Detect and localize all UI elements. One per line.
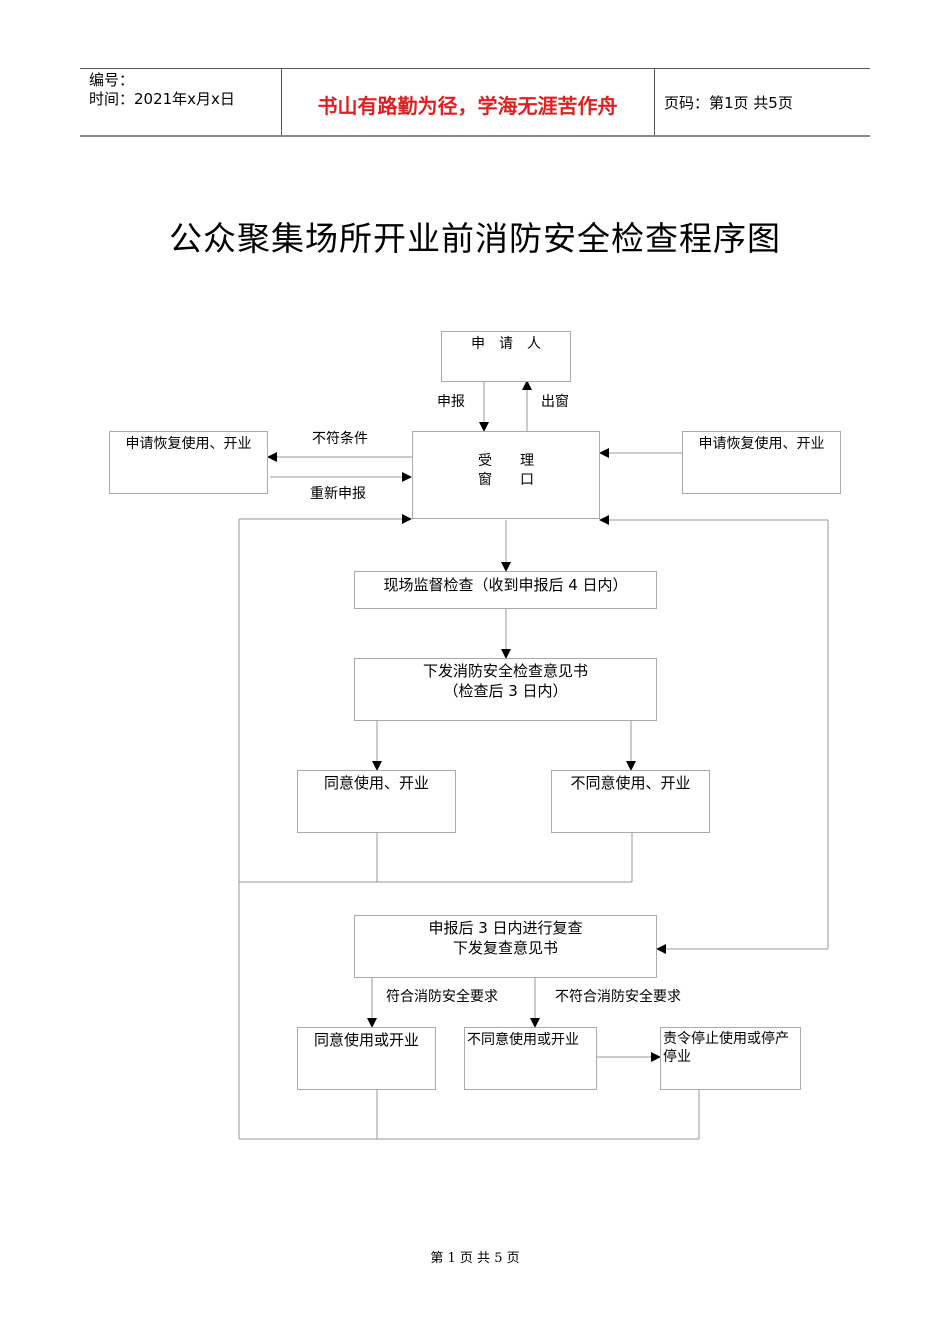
agree-label: 同意使用、开业: [323, 774, 429, 792]
disagree2-label: 不同意使用或开业: [467, 1032, 579, 1048]
page-title: 公众聚集场所开业前消防安全检查程序图: [169, 219, 781, 258]
header-divider: [654, 68, 655, 135]
agree2-box: 同意使用或开业: [297, 1027, 436, 1090]
acceptance-window-box: 受 理 窗 口: [412, 431, 600, 519]
window-line2: 窗 口: [478, 472, 534, 488]
out-window-label: 出窗: [541, 394, 569, 410]
recheck-line2: 下发复查意见书: [452, 939, 558, 957]
page-footer: 第 1 页 共 5 页: [430, 1251, 520, 1266]
doc-date-label: 时间：2021年x月x日: [89, 90, 235, 108]
inspection-box: 现场监督检查（收到申报后 4 日内）: [354, 571, 657, 609]
recheck-line1: 申报后 3 日内进行复查: [428, 919, 583, 937]
report-label: 申报: [437, 394, 465, 410]
resume-right-box: 申请恢复使用、开业: [682, 431, 841, 494]
disagree-label: 不同意使用、开业: [570, 774, 691, 792]
resume-left-box: 申请恢复使用、开业: [109, 431, 268, 494]
stop-label: 责令停止使用或停产停业: [663, 1031, 789, 1065]
resubmit-label: 重新申报: [310, 486, 366, 502]
agree-box: 同意使用、开业: [297, 770, 456, 833]
issue-line1: 下发消防安全检查意见书: [422, 662, 588, 680]
disagree2-box: 不同意使用或开业: [464, 1027, 597, 1090]
applicant-box: 申 请 人: [441, 331, 571, 382]
resume-right-label: 申请恢复使用、开业: [698, 436, 825, 452]
recheck-box: 申报后 3 日内进行复查 下发复查意见书: [354, 915, 657, 978]
meets-label: 符合消防安全要求: [386, 989, 498, 1005]
window-line1: 受 理: [478, 453, 534, 469]
header-page-label: 页码：第1页 共5页: [664, 94, 793, 112]
agree2-label: 同意使用或开业: [313, 1031, 419, 1049]
stop-box: 责令停止使用或停产停业: [660, 1027, 801, 1090]
not-qualified-label: 不符条件: [312, 431, 368, 447]
issue-line2: （检查后 3 日内）: [443, 682, 568, 700]
not-meets-label: 不符合消防安全要求: [555, 989, 681, 1005]
doc-number-label: 编号：: [89, 71, 135, 89]
header-motto: 书山有路勤为径，学海无涯苦作舟: [317, 94, 618, 118]
header-top-rule: [80, 68, 870, 69]
inspection-label: 现场监督检查（收到申报后 4 日内）: [383, 576, 628, 594]
applicant-label: 申 请 人: [471, 336, 541, 352]
resume-left-label: 申请恢复使用、开业: [125, 436, 252, 452]
header-bottom-rule: [80, 135, 870, 137]
header-divider: [281, 68, 282, 135]
disagree-box: 不同意使用、开业: [551, 770, 710, 833]
issue-opinion-box: 下发消防安全检查意见书 （检查后 3 日内）: [354, 658, 657, 721]
